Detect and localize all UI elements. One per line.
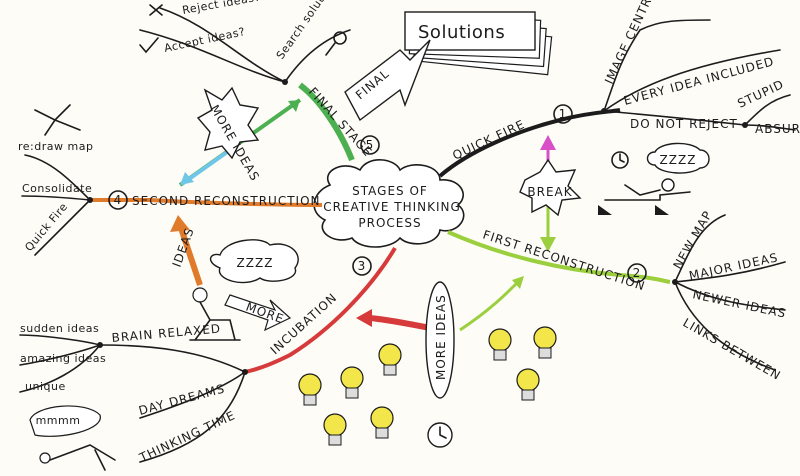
- newer-ideas-label: NEWER IDEAS: [691, 287, 787, 321]
- zzzz-cloud-icon: [209, 239, 299, 284]
- more-ideas-arrow-top: MORE IDEAS: [178, 86, 302, 187]
- first-recon-number: 2: [633, 266, 642, 280]
- starburst-icon: [196, 86, 260, 160]
- final-stage-number: 5: [366, 138, 375, 152]
- center-line-2: CREATIVE THINKING: [323, 200, 461, 214]
- lime-arrow: [459, 278, 522, 332]
- second-zzzz: ZZZZ: [237, 256, 274, 270]
- zzz-cloud-icon: [646, 142, 710, 174]
- day-dreams-label: DAY DREAMS: [137, 381, 226, 418]
- image-central-label: IMAGE CENTRAL: [602, 0, 661, 86]
- center-line-3: PROCESS: [358, 216, 421, 230]
- bulb-icon: [323, 413, 347, 446]
- major-ideas-label: MAJOR IDEAS: [688, 250, 780, 283]
- amazing-ideas-label: amazing ideas: [20, 352, 106, 365]
- incubation-number: 3: [358, 259, 367, 273]
- more-ideas-incubation-label: MORE IDEAS: [434, 294, 448, 380]
- break-group: BREAK ZZZZ: [519, 135, 710, 252]
- person-head-icon: [192, 287, 208, 303]
- quick-fire-number: 1: [559, 107, 568, 121]
- unique-label: unique: [25, 380, 66, 393]
- thought-cloud-icon: [29, 405, 101, 437]
- break-label: BREAK: [527, 185, 572, 199]
- person-chair-icon: [189, 301, 241, 341]
- bench-icon: [604, 191, 691, 201]
- bulb-icon: [370, 406, 394, 439]
- absurd-label: ABSURD: [755, 122, 800, 136]
- second-reconstruction-label: SECOND RECONSTRUCTION: [132, 194, 321, 208]
- mmmm-label: mmmm: [36, 414, 81, 427]
- bulbs-cluster: [298, 326, 557, 446]
- up-arrowhead-icon: [540, 135, 556, 150]
- break-zzzz: ZZZZ: [660, 153, 697, 167]
- bulb-icon: [298, 373, 322, 406]
- branch-second-reconstruction: [90, 198, 323, 207]
- final-arrow-icon: [344, 39, 431, 122]
- second-recon-number: 4: [114, 193, 123, 207]
- bulb-icon: [516, 368, 540, 401]
- reject-ideas-label: Reject ideas?: [181, 0, 261, 17]
- search-solutions-label: Search solutions: [274, 0, 341, 62]
- bulb-icon: [533, 326, 557, 359]
- redraw-map-label: re:draw map: [18, 140, 93, 153]
- branch-reject: [159, 7, 286, 83]
- quick-fire-number-circle: [553, 104, 573, 124]
- thinking-time-label: THINKING TIME: [136, 408, 237, 465]
- do-not-reject-label: DO NOT REJECT: [630, 117, 738, 131]
- lying-figure-icon: [49, 444, 116, 471]
- check-icon: [139, 37, 159, 54]
- final-stage-number-circle: [360, 135, 380, 155]
- bulb-icon: [378, 343, 402, 376]
- branch-incubation: [244, 246, 397, 374]
- links-between-label: LINKS BETWEEN: [681, 315, 784, 382]
- incubation-number-circle: [352, 256, 372, 276]
- solutions-label: Solutions: [418, 22, 505, 43]
- branch-first-reconstruction: [447, 230, 671, 284]
- second-recon-number-circle: [108, 190, 128, 210]
- quick-fire-label: QUICK FIRE: [450, 117, 527, 163]
- break-burst-icon: [519, 158, 582, 217]
- center-line-1: STAGES OF: [352, 184, 428, 198]
- stupid-label: STUPID: [735, 77, 786, 111]
- bulb-icon: [488, 328, 512, 361]
- clock-icon: [611, 151, 629, 169]
- consolidate-label: Consolidate: [22, 182, 92, 195]
- more-label: MORE: [244, 300, 286, 327]
- central-cloud: STAGES OF CREATIVE THINKING PROCESS: [313, 159, 465, 248]
- first-recon-number-circle: [627, 263, 647, 283]
- cross-icon: [149, 4, 163, 16]
- second-reconstruction-group: 4 SECOND RECONSTRUCTION re:draw map Cons…: [18, 104, 321, 341]
- sleeper-head-icon: [661, 178, 675, 192]
- first-reconstruction-group: FIRST RECONSTRUCTION 2 NEW MAP MAJOR IDE…: [481, 208, 787, 383]
- sudden-ideas-label: sudden ideas: [20, 322, 99, 335]
- branch-accept: [139, 29, 286, 83]
- bulb-icon: [340, 366, 364, 399]
- more-arrow-icon: [224, 294, 292, 332]
- brain-relaxed-label: BRAIN RELAXED: [111, 321, 222, 345]
- more-ideas-bubble: MORE IDEAS: [425, 281, 455, 448]
- first-reconstruction-label: FIRST RECONSTRUCTION: [481, 228, 647, 294]
- down-arrowhead-icon: [540, 237, 556, 252]
- new-map-label: NEW MAP: [670, 208, 715, 271]
- orange-arrow: [177, 224, 203, 286]
- magnifier-icon: [333, 31, 347, 45]
- branch-final-stage: [298, 82, 355, 162]
- mini-map-icon: [34, 104, 81, 136]
- branch-search: [284, 29, 351, 83]
